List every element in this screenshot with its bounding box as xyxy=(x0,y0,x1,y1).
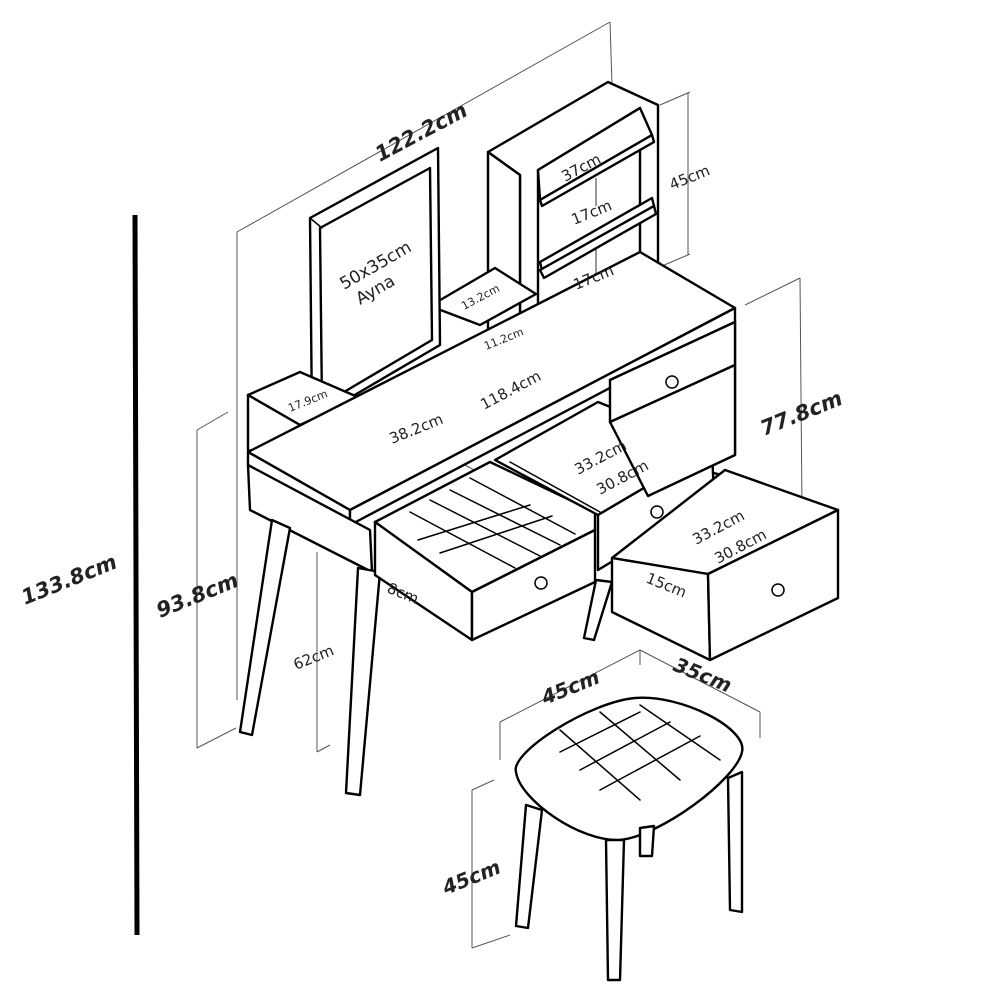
stool-depth-label: 35cm xyxy=(670,652,735,697)
left-drawer xyxy=(373,460,597,642)
shelf-height-label: 45cm xyxy=(667,161,713,193)
total-height-bar xyxy=(132,214,140,936)
mirror xyxy=(308,146,442,422)
stool-width-label: 45cm xyxy=(537,665,603,710)
stool xyxy=(514,696,744,982)
table-legs xyxy=(238,468,720,797)
right-top-drawer xyxy=(608,320,737,498)
total-height-label: 133.8cm xyxy=(18,550,120,610)
leg-height-label: 62cm xyxy=(291,641,337,673)
stool-height-label: 45cm xyxy=(438,855,504,900)
right-bottom-drawer xyxy=(610,468,840,662)
